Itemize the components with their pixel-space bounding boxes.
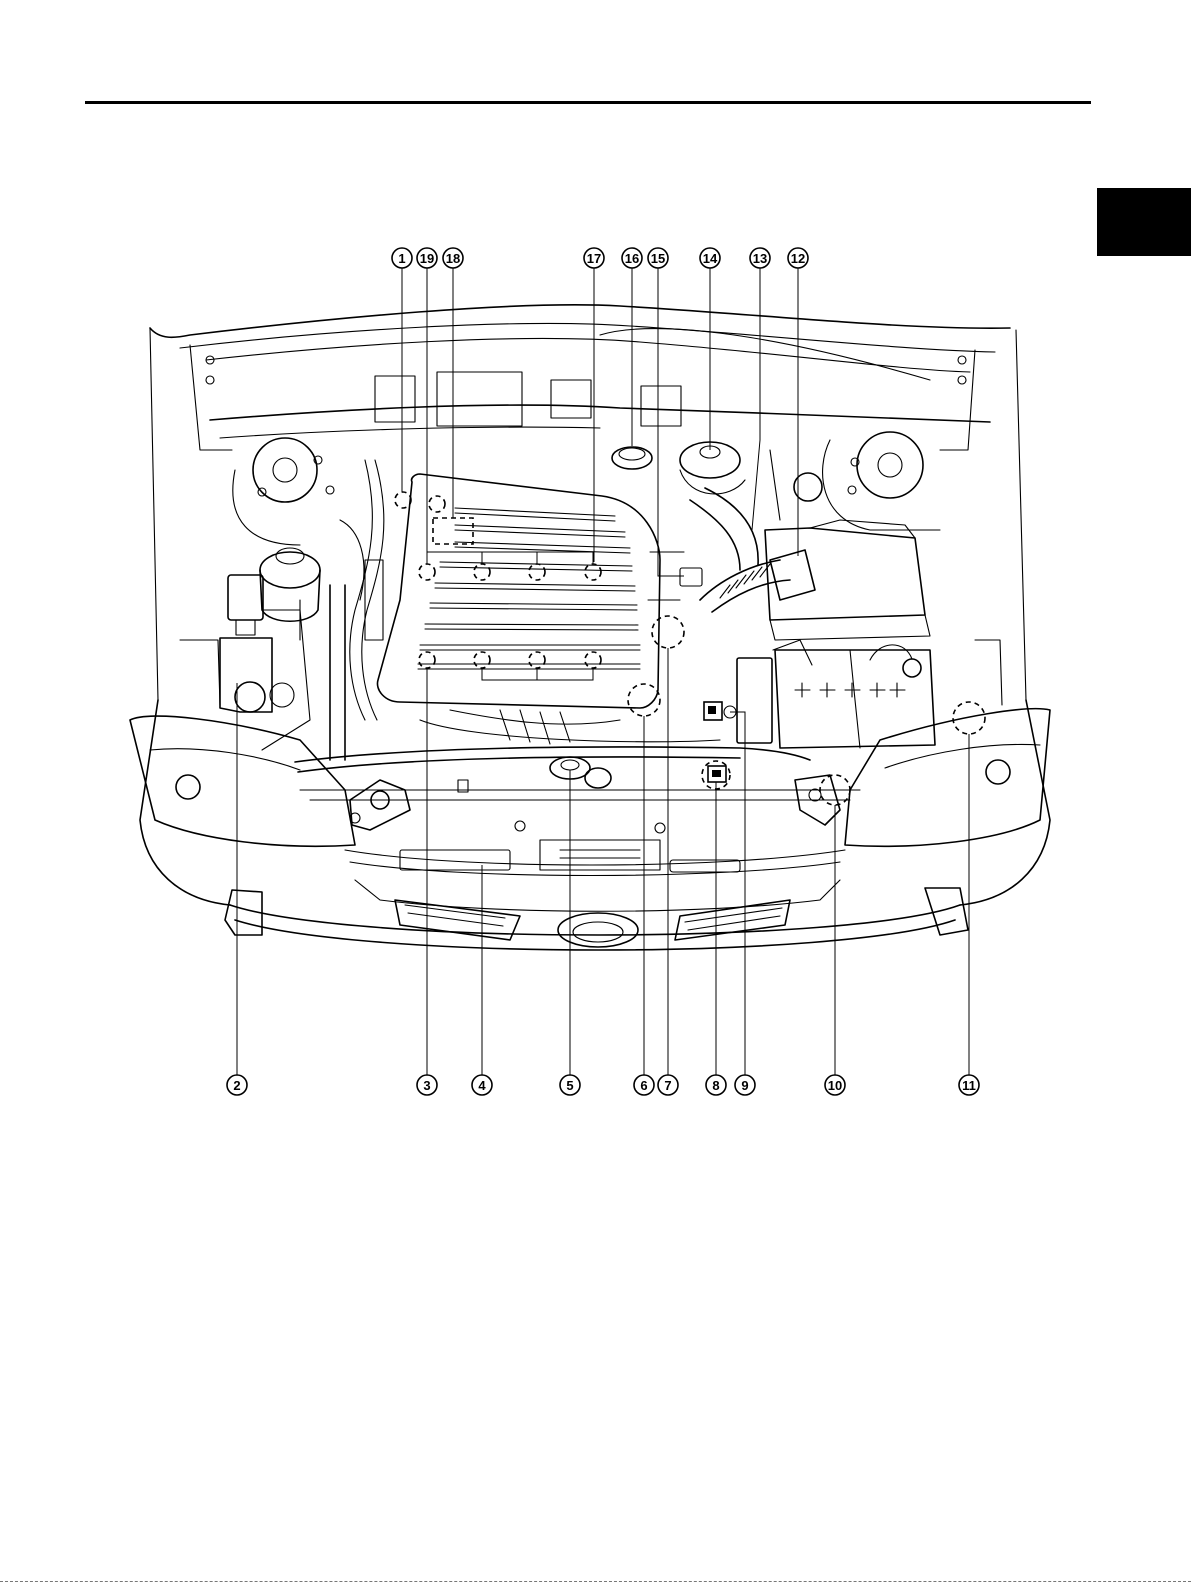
svg-text:4: 4 xyxy=(478,1078,486,1093)
washer-fluid-tank xyxy=(220,610,310,750)
callout-5: 5 xyxy=(560,1075,580,1095)
callout-2: 2 xyxy=(227,1075,247,1095)
oil-filler-cap xyxy=(612,447,652,469)
svg-text:19: 19 xyxy=(420,251,434,266)
callout-19: 19 xyxy=(417,248,437,268)
callout-7: 7 xyxy=(658,1075,678,1095)
hoses-left xyxy=(330,460,384,760)
callout-11: 11 xyxy=(959,1075,979,1095)
battery xyxy=(775,645,935,748)
callout-3: 3 xyxy=(417,1075,437,1095)
svg-text:11: 11 xyxy=(962,1078,976,1093)
callout-14: 14 xyxy=(700,248,720,268)
air-intake-duct xyxy=(680,488,790,612)
svg-text:12: 12 xyxy=(791,251,805,266)
callout-1: 1 xyxy=(392,248,412,268)
svg-text:18: 18 xyxy=(446,251,460,266)
radiator-cap xyxy=(550,757,611,788)
headlamp-left xyxy=(130,716,355,846)
svg-text:7: 7 xyxy=(664,1078,671,1093)
callout-18: 18 xyxy=(443,248,463,268)
callouts-bottom: 2 3 4 5 6 7 8 9 10 11 xyxy=(227,1075,979,1095)
headlamp-right xyxy=(845,709,1050,847)
callout-4: 4 xyxy=(472,1075,492,1095)
callouts-top: 1 19 18 17 16 15 14 13 12 xyxy=(392,248,808,268)
svg-text:15: 15 xyxy=(651,251,665,266)
callout-9: 9 xyxy=(735,1075,755,1095)
reservoir-cap-14 xyxy=(680,442,745,494)
connector-8 xyxy=(708,766,726,782)
air-cleaner-box xyxy=(765,450,930,640)
svg-text:6: 6 xyxy=(640,1078,647,1093)
engine-cover xyxy=(377,474,684,708)
svg-text:16: 16 xyxy=(625,251,639,266)
svg-text:13: 13 xyxy=(753,251,767,266)
intake-manifold xyxy=(420,710,720,744)
front-bumper xyxy=(225,850,968,950)
callout-10: 10 xyxy=(825,1075,845,1095)
callout-16: 16 xyxy=(622,248,642,268)
svg-text:14: 14 xyxy=(703,251,718,266)
callout-15: 15 xyxy=(648,248,668,268)
svg-text:8: 8 xyxy=(712,1078,719,1093)
cowl xyxy=(210,405,990,438)
callout-8: 8 xyxy=(706,1075,726,1095)
svg-text:2: 2 xyxy=(233,1078,240,1093)
left-strut-tower xyxy=(233,438,334,545)
svg-text:17: 17 xyxy=(587,251,601,266)
leader-lines-bottom xyxy=(237,648,969,1075)
callout-12: 12 xyxy=(788,248,808,268)
callout-13: 13 xyxy=(750,248,770,268)
connector-9 xyxy=(704,702,736,720)
callout-6: 6 xyxy=(634,1075,654,1095)
svg-text:5: 5 xyxy=(566,1078,573,1093)
svg-text:10: 10 xyxy=(828,1078,842,1093)
callout-17: 17 xyxy=(584,248,604,268)
brake-fluid-reservoir xyxy=(260,548,320,640)
relay-box-left xyxy=(228,575,263,635)
front-cross-member xyxy=(295,747,860,800)
svg-text:3: 3 xyxy=(423,1078,430,1093)
right-strut-tower xyxy=(823,432,940,530)
svg-text:1: 1 xyxy=(398,251,405,266)
left-hood-lock-mount xyxy=(350,780,410,830)
svg-text:9: 9 xyxy=(741,1078,748,1093)
